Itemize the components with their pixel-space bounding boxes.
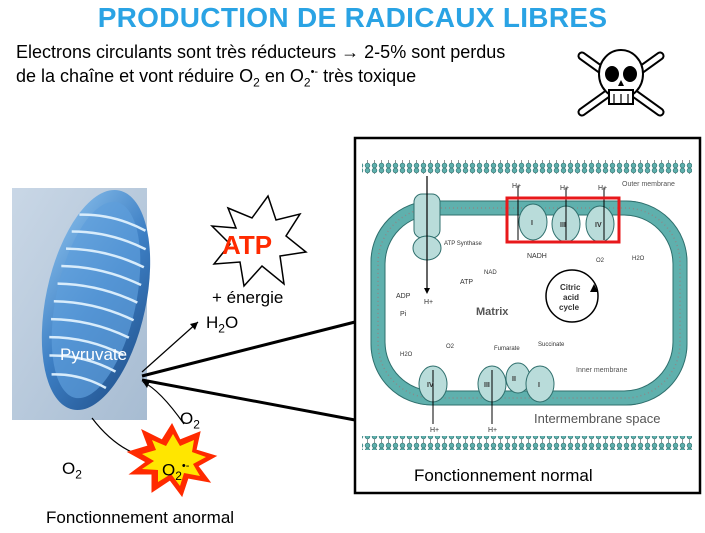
adp-label: ADP [396, 293, 411, 300]
o2-left-o: O [62, 459, 75, 478]
succinate-label: Succinate [538, 342, 565, 348]
complex-II-label: II [512, 376, 516, 383]
h-plus-top-3-label: H+ [598, 185, 607, 192]
h2o-sub: 2 [218, 321, 225, 335]
h-plus-top-1-label: H+ [512, 183, 521, 190]
atp-synthase-label: ATP Synthase [444, 241, 482, 247]
h-plus-bottom-2-label: H+ [488, 427, 497, 434]
intermembrane-label: Intermembrane space [534, 411, 660, 426]
o2-right-label: O2 [180, 409, 200, 431]
outer-membrane-bottom [362, 436, 692, 450]
arrow-from-o2 [143, 382, 184, 424]
o2-bottom-label: O2 [446, 344, 455, 350]
fumarate-label: Fumarate [494, 346, 520, 352]
radical-dot: •- [182, 460, 190, 472]
pyruvate-label: Pyruvate [60, 345, 127, 365]
skull-icon [582, 50, 660, 112]
o2-top-label: O2 [596, 258, 605, 264]
complex-I-bottom-shape [526, 366, 554, 402]
citric-cycle-label-3: cycle [559, 303, 580, 312]
h-plus-synthase-label: H+ [424, 299, 433, 306]
complex-I-shape [519, 204, 547, 240]
energy-label: + énergie [212, 288, 283, 308]
complex-III-bottom-label: III [484, 382, 490, 389]
pi-label: Pi [400, 311, 407, 318]
radical-o: O [162, 461, 175, 480]
o2-right-o: O [180, 409, 193, 428]
complex-I-bottom-label: I [538, 382, 540, 389]
complex-III-label: III [560, 222, 566, 229]
radical-label: O2•- [162, 460, 189, 483]
citric-cycle-label-1: Citric [560, 283, 581, 292]
inner-membrane-label: Inner membrane [576, 367, 627, 374]
outer-membrane-label: Outer membrane [622, 181, 675, 188]
matrix-label: Matrix [476, 306, 509, 318]
complex-IV-label: IV [595, 222, 602, 229]
atp-small-label: ATP [460, 279, 473, 286]
h2o-o: O [225, 313, 238, 332]
o2-right-sub: 2 [193, 417, 200, 431]
outer-membrane-top [362, 160, 692, 174]
h2o-bottom-label: H2O [400, 352, 413, 358]
h2o-h: H [206, 313, 218, 332]
citric-cycle-label-2: acid [563, 293, 579, 302]
zoom-line-bottom [142, 380, 355, 420]
h2o-label: H2O [206, 313, 238, 335]
h-plus-top-2-label: H+ [560, 185, 569, 192]
zoom-line-top [142, 322, 355, 376]
o2-left-label: O2 [62, 459, 82, 481]
nadh-label: NADH [527, 253, 547, 260]
complex-IV-bottom-label: IV [427, 382, 434, 389]
caption-normal: Fonctionnement normal [414, 466, 593, 486]
nad-label: NAD [484, 270, 497, 276]
h2o-top-label: H2O [632, 256, 645, 262]
radical-sub: 2 [175, 469, 182, 483]
caption-abnormal: Fonctionnement anormal [46, 508, 234, 528]
h-plus-bottom-1-label: H+ [430, 427, 439, 434]
atp-big-label: ATP [222, 230, 272, 260]
o2-left-sub: 2 [75, 467, 82, 481]
complex-I-label: I [531, 220, 533, 227]
